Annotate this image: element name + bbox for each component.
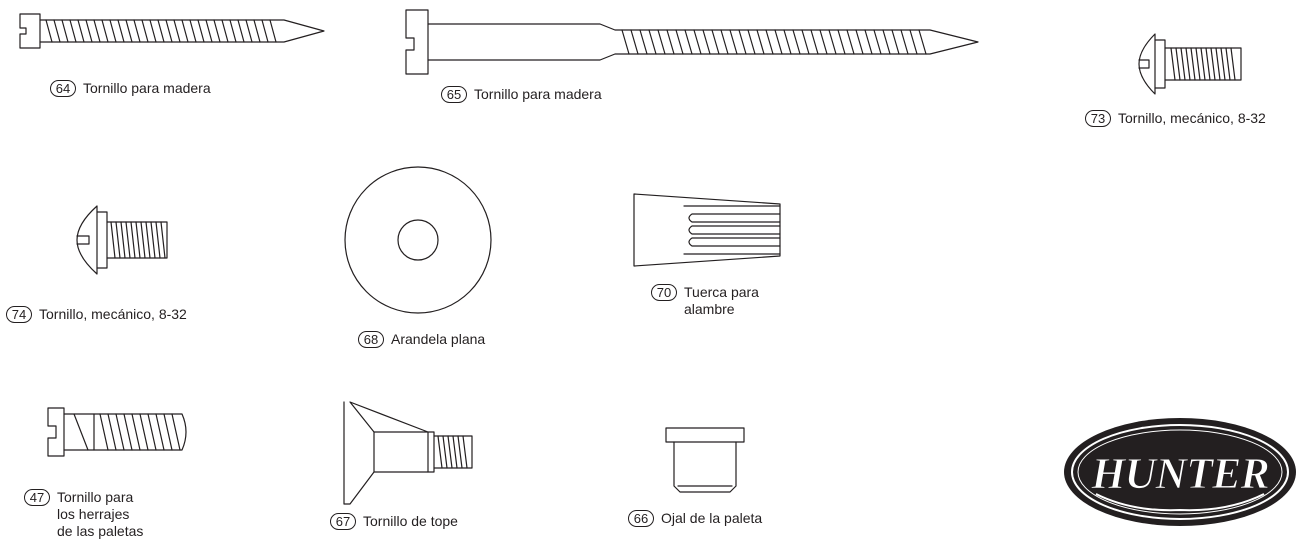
label-74: 74 Tornillo, mecánico, 8-32 (6, 306, 187, 323)
part-number-68: 68 (358, 331, 384, 348)
label-47: 47 Tornillo para los herrajes de las pal… (24, 489, 143, 540)
part-number-64: 64 (50, 80, 76, 97)
part-name-67: Tornillo de tope (363, 513, 458, 529)
part-number-70: 70 (651, 284, 677, 301)
part-name-73: Tornillo, mecánico, 8-32 (1118, 110, 1266, 126)
label-68: 68 Arandela plana (358, 331, 485, 348)
label-64: 64 Tornillo para madera (50, 80, 211, 97)
wire-nut-70-drawing (633, 193, 781, 267)
hunter-logo: HUNTER (1064, 418, 1296, 526)
machine-screw-74-drawing (76, 205, 168, 275)
part-number-67: 67 (330, 513, 356, 530)
label-73: 73 Tornillo, mecánico, 8-32 (1085, 110, 1266, 127)
part-name-64: Tornillo para madera (83, 80, 211, 96)
wood-screw-65-drawing (405, 9, 979, 75)
part-number-73: 73 (1085, 110, 1111, 127)
part-name-65: Tornillo para madera (474, 86, 602, 102)
label-65: 65 Tornillo para madera (441, 86, 602, 103)
machine-screw-73-drawing (1138, 33, 1242, 95)
label-70: 70 Tuerca para alambre (651, 284, 759, 318)
part-number-66: 66 (628, 510, 654, 527)
blade-screw-47-drawing (47, 407, 187, 457)
part-number-74: 74 (6, 306, 32, 323)
part-number-65: 65 (441, 86, 467, 103)
shoulder-screw-67-drawing (343, 401, 473, 505)
part-name-68: Arandela plana (391, 331, 486, 347)
label-67: 67 Tornillo de tope (330, 513, 458, 530)
part-name-47: Tornillo para los herrajes de las paleta… (57, 489, 144, 539)
part-name-66: Ojal de la paleta (661, 510, 763, 526)
part-name-70: Tuerca para alambre (684, 284, 759, 317)
hunter-logo-text: HUNTER (1090, 449, 1268, 498)
part-number-47: 47 (24, 489, 50, 506)
wood-screw-64-drawing (19, 13, 325, 49)
label-66: 66 Ojal de la paleta (628, 510, 762, 527)
part-name-74: Tornillo, mecánico, 8-32 (39, 306, 187, 322)
blade-grommet-66-drawing (665, 427, 745, 493)
flat-washer-68-drawing (344, 166, 492, 314)
